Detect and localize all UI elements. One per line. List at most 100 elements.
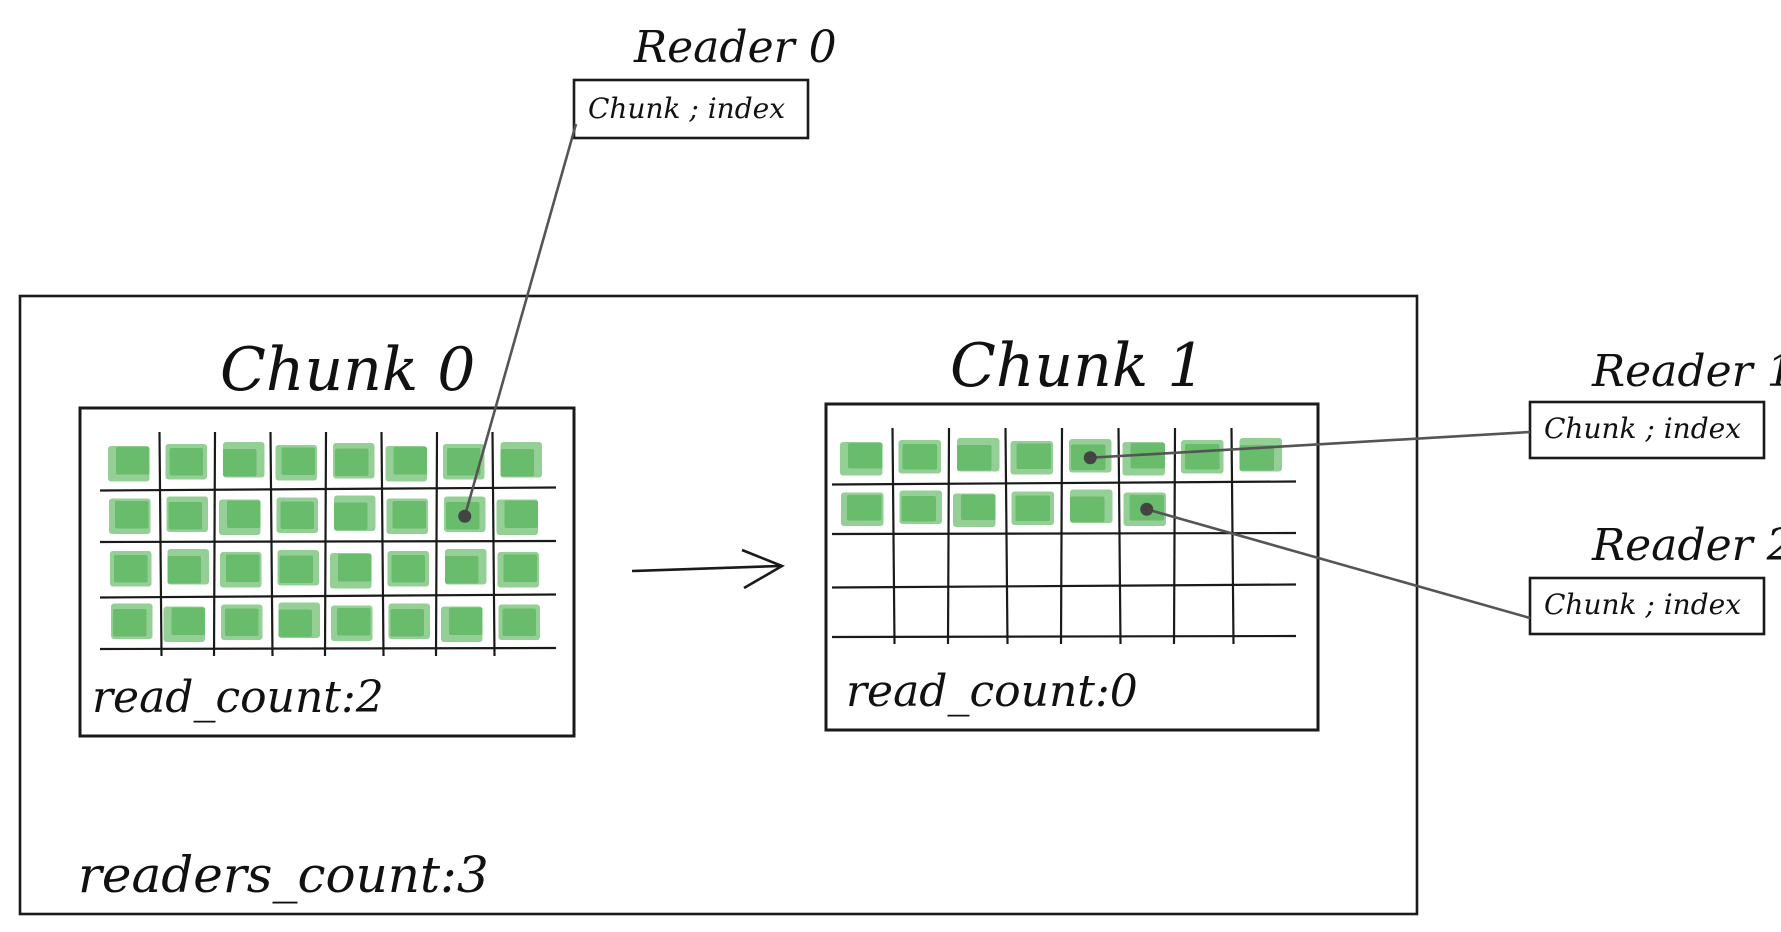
filled-cell-stroke (503, 554, 537, 582)
filled-cell-stroke (961, 494, 996, 520)
filled-cell-stroke (171, 607, 205, 635)
filled-cell-stroke (225, 608, 259, 636)
reader-0-title: Reader 0 (633, 22, 837, 73)
chunk-1-filled-cells (840, 438, 1282, 527)
reader-connectors (458, 123, 1531, 620)
filled-cell-stroke (1239, 445, 1274, 471)
filled-cell-stroke (1185, 444, 1220, 470)
filled-cell-stroke (392, 501, 426, 529)
reader-0-box (572, 78, 810, 140)
filled-cell-stroke (1070, 496, 1105, 522)
filled-cell-stroke (902, 444, 937, 470)
buffer-frame (18, 294, 1419, 916)
reader-0: Reader 0 Chunk ; index (572, 22, 837, 140)
filled-cell-stroke (114, 555, 148, 583)
grid-column-line (1172, 427, 1177, 645)
filled-cell-stroke (223, 449, 257, 477)
filled-cell-stroke (901, 496, 936, 522)
grid-column-line (1004, 427, 1009, 645)
grid-column-line (1059, 427, 1064, 645)
filled-cell-stroke (447, 448, 481, 476)
reader-0-pointer-line (463, 123, 578, 517)
reader-2-fields: Chunk ; index (1544, 588, 1741, 621)
grid-column-line (269, 431, 274, 657)
filled-cell-stroke (115, 501, 149, 529)
grid-row-line (99, 593, 557, 599)
grid-column-line (434, 431, 439, 657)
grid-column-line (323, 431, 328, 657)
reader-1-pointer-line (1090, 430, 1531, 460)
grid-column-line (212, 431, 217, 657)
filled-cell-stroke (957, 445, 992, 471)
chunk-0-box (78, 406, 576, 738)
reader-2-position-dot (1140, 502, 1154, 516)
chunk-0-grid (99, 431, 557, 657)
grid-row-line (831, 583, 1297, 589)
filled-cell-stroke (280, 501, 314, 529)
reader-1: Reader 1 Chunk ; index (1528, 346, 1781, 460)
reader-2-title: Reader 2 (1591, 520, 1781, 571)
filled-cell-stroke (281, 447, 315, 475)
reader-2-pointer-line (1146, 507, 1531, 620)
chunk-0-title: Chunk 0 (220, 335, 475, 405)
reader-1-box (1528, 400, 1766, 460)
reader-2-box (1528, 576, 1766, 636)
filled-cell-stroke (502, 608, 536, 636)
reader-1-position-dot (1083, 451, 1097, 465)
grid-row-line (99, 486, 557, 492)
reader-0-fields: Chunk ; index (588, 92, 785, 125)
filled-cell-stroke (335, 448, 369, 476)
filled-cell-stroke (393, 447, 427, 475)
filled-cell-stroke (504, 500, 538, 528)
grid-column-line (491, 431, 496, 657)
filled-cell-stroke (1130, 443, 1165, 469)
chunk-1-title: Chunk 1 (950, 331, 1205, 401)
grid-row-line (99, 539, 557, 544)
reader-2: Reader 2 Chunk ; index (1528, 520, 1781, 636)
filled-cell-stroke (500, 449, 534, 477)
filled-cell-stroke (226, 554, 260, 582)
grid-column-line (158, 431, 163, 657)
filled-cell-stroke (390, 609, 424, 637)
filled-cell-stroke (116, 447, 150, 475)
chunk-0-filled-cells (108, 442, 542, 642)
filled-cell-stroke (449, 607, 483, 635)
readers-count-label: readers_count:3 (78, 846, 489, 904)
filled-cell-stroke (227, 500, 261, 528)
chunk-1-box (824, 402, 1320, 732)
grid-column-line (891, 427, 896, 645)
reader-1-title: Reader 1 (1591, 346, 1781, 397)
grid-column-line (380, 431, 385, 657)
grid-column-line (1230, 427, 1235, 645)
grid-column-line (1117, 427, 1122, 645)
chunk-1-read-count: read_count:0 (846, 666, 1138, 717)
filled-cell-stroke (847, 495, 882, 521)
reader-0-position-dot (458, 509, 472, 523)
filled-cell-stroke (391, 555, 425, 583)
filled-cell-stroke (334, 502, 368, 530)
filled-cell-stroke (1016, 443, 1051, 469)
filled-cell-stroke (338, 554, 372, 582)
filled-cell-stroke (167, 556, 201, 584)
filled-cell-stroke (169, 448, 203, 476)
filled-cell-stroke (168, 502, 202, 530)
filled-cell-stroke (1015, 495, 1050, 521)
filled-cell-stroke (279, 555, 313, 583)
grid-column-line (946, 427, 951, 645)
filled-cell-stroke (278, 609, 312, 637)
grid-row-line (831, 531, 1297, 536)
chunk-1: Chunk 1 read_count:0 (824, 331, 1320, 732)
filled-cell-stroke (848, 443, 883, 469)
grid-row-line (99, 646, 557, 651)
filled-cell-stroke (445, 556, 479, 584)
grid-row-line (831, 480, 1297, 486)
reader-1-fields: Chunk ; index (1544, 412, 1741, 445)
next-chunk-arrow (631, 548, 785, 590)
filled-cell-stroke (337, 608, 371, 636)
chunk-1-grid (831, 427, 1297, 645)
chunk-0: Chunk 0 read_count:2 (78, 335, 576, 738)
chunk-0-read-count: read_count:2 (92, 672, 384, 723)
filled-cell-stroke (113, 609, 147, 637)
grid-row-line (831, 634, 1297, 639)
